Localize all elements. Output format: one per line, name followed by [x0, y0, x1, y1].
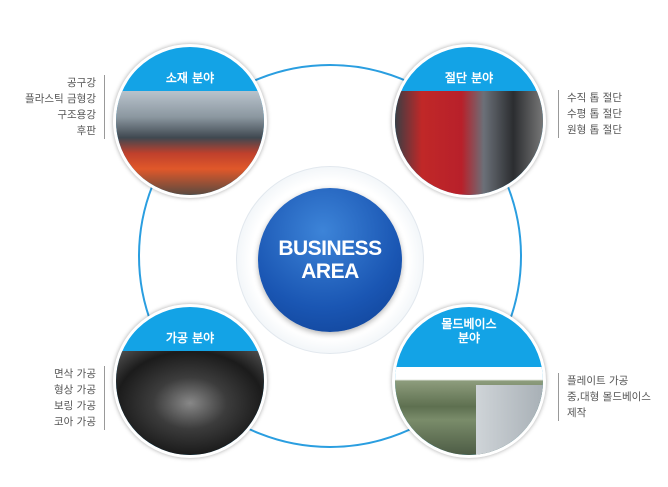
list-item: 수직 톱 절단 — [567, 92, 622, 104]
material-area-node[interactable]: 소재 분야 — [113, 44, 267, 198]
list-item: 면삭 가공 — [54, 368, 96, 380]
center-line2: AREA — [301, 260, 359, 283]
list-item: 수평 톱 절단 — [567, 108, 622, 120]
center-line1: BUSINESS — [278, 237, 382, 260]
connector-ring — [138, 64, 522, 448]
list-item: 원형 톱 절단 — [567, 124, 622, 136]
machining-area-node[interactable]: 가공 분야 — [113, 304, 267, 458]
list-item: 코아 가공 — [54, 416, 96, 428]
cutting-list: 수직 톱 절단 수평 톱 절단 원형 톱 절단 — [558, 90, 622, 138]
moldbase-area-node[interactable]: 몰드베이스 분야 — [392, 304, 546, 458]
list-item: 제작 — [567, 407, 587, 419]
moldbase-list: 플레이트 가공 중,대형 몰드베이스 제작 — [558, 373, 651, 421]
material-list: 공구강 플라스틱 금형강 구조용강 후판 — [25, 75, 105, 139]
machining-list: 면삭 가공 형상 가공 보링 가공 코아 가공 — [54, 366, 105, 430]
list-item: 공구강 — [67, 77, 96, 89]
cutting-photo — [395, 91, 543, 195]
node-title: 절단 분야 — [444, 71, 494, 85]
moldbase-photo — [395, 367, 543, 455]
list-item: 중,대형 몰드베이스 — [567, 391, 651, 403]
node-title: 몰드베이스 분야 — [441, 317, 497, 345]
list-item: 형상 가공 — [54, 384, 96, 396]
business-area-badge: BUSINESS AREA — [258, 188, 402, 332]
list-item: 플라스틱 금형강 — [25, 93, 96, 105]
machining-photo — [116, 351, 264, 455]
list-item: 구조용강 — [57, 109, 96, 121]
list-item: 플레이트 가공 — [567, 375, 629, 387]
list-item: 보링 가공 — [54, 400, 96, 412]
node-title: 소재 분야 — [165, 71, 215, 85]
material-photo — [116, 91, 264, 195]
list-item: 후판 — [76, 125, 96, 137]
node-title: 가공 분야 — [165, 331, 215, 345]
cutting-area-node[interactable]: 절단 분야 — [392, 44, 546, 198]
